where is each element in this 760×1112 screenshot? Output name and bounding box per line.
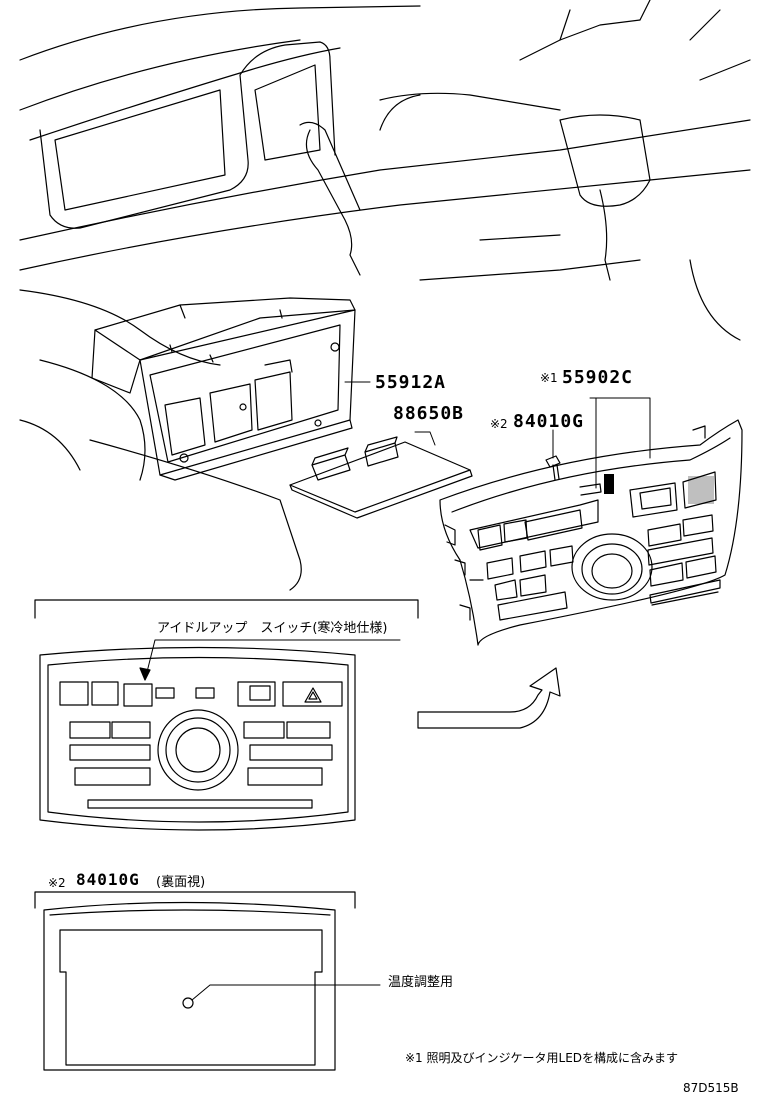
back-panel-detail bbox=[43, 901, 336, 1071]
leader-lines bbox=[344, 381, 651, 489]
detail-frame-top bbox=[34, 599, 419, 619]
temperature-callout: 温度調整用 bbox=[388, 975, 454, 990]
warning-button-fill bbox=[688, 476, 714, 504]
dashboard-outline bbox=[19, 0, 751, 591]
display-block bbox=[604, 474, 614, 494]
front-panel-detail bbox=[39, 646, 356, 831]
part-label-84010g: 84010G bbox=[513, 411, 585, 432]
drawing-code: 87D515B bbox=[683, 1081, 739, 1095]
detail-frame-bottom bbox=[34, 891, 356, 909]
detail-part-label: 84010G bbox=[76, 870, 140, 889]
part-label-55902c: 55902C bbox=[562, 367, 634, 388]
part-55912a-bracket bbox=[91, 297, 356, 481]
note-mark-2: ※2 bbox=[490, 417, 508, 431]
rear-view-note: (裏面視) bbox=[156, 875, 206, 890]
direction-arrow bbox=[417, 667, 561, 729]
note-mark-1: ※1 bbox=[540, 371, 558, 385]
detail-note-mark: ※2 bbox=[48, 876, 66, 890]
part-label-55912a: 55912A bbox=[375, 372, 447, 393]
part-88650b-board bbox=[289, 436, 473, 519]
part-55902c-panel bbox=[439, 419, 743, 646]
footnote: ※1 照明及びインジケータ用LEDを構成に含みます bbox=[405, 1051, 679, 1065]
part-label-88650b: 88650B bbox=[393, 403, 465, 424]
idle-up-switch-callout: アイドルアップ スイッチ(寒冷地仕様) bbox=[157, 621, 388, 636]
